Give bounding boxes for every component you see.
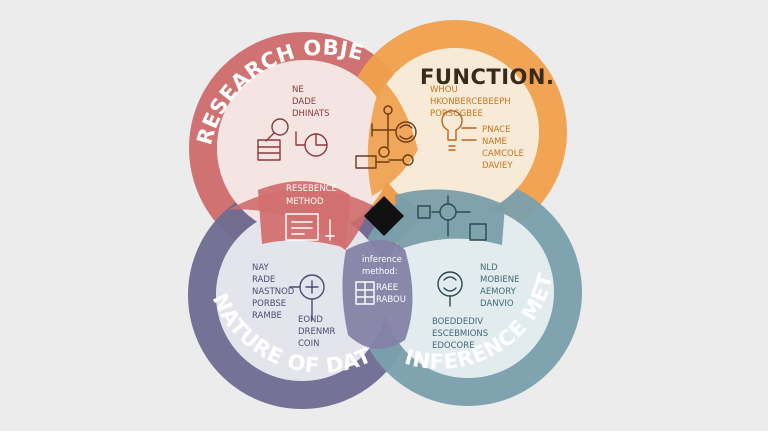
nature-text-1: NAY (252, 263, 270, 273)
overlap-research-function (367, 80, 418, 196)
function-text-3: PORSGGBEE (430, 109, 483, 119)
overlap-nature-inference (342, 240, 413, 349)
inference-text-2: MOBIENE (480, 275, 519, 285)
inference-text-7: EDOCORE (432, 341, 475, 351)
function-text-1: WHOU (430, 85, 458, 95)
inference-text-5: BOEDDEDIV (432, 317, 483, 327)
research-text-3: DHINATS (292, 109, 330, 119)
document-icon (285, 213, 335, 241)
nature-inner (216, 209, 388, 381)
target-icon (289, 274, 325, 321)
inference-text-1: NLD (480, 263, 498, 273)
nature-text-8: COIN (298, 339, 320, 349)
nature-text-2: RADE (252, 275, 275, 285)
overlap-ni-text-4: RABOU (376, 295, 406, 305)
magnifier-icon (257, 118, 289, 161)
network-icon (417, 195, 487, 241)
nature-text-7: DRENMR (298, 327, 336, 337)
inference-text-4: DANVIO (480, 299, 514, 309)
overlap-ni-text-3: RAEE (376, 283, 398, 293)
function-text-6: CAMCOLE (482, 149, 524, 159)
function-title: FUNCTION. (420, 65, 554, 89)
inference-inner (382, 206, 554, 378)
inference-text-3: AEMORY (480, 287, 517, 297)
function-text-5: NAME (482, 137, 507, 147)
inference-text-6: ESCEBMIONS (432, 329, 488, 339)
research-text-2: DADE (292, 97, 316, 107)
flow-icon (355, 105, 414, 169)
nature-text-6: EOND (298, 315, 323, 325)
nature-text-3: NASTNOD (252, 287, 295, 297)
function-text-4: PNACE (482, 125, 510, 135)
lightbulb-icon (441, 110, 477, 151)
function-inner (371, 48, 539, 216)
grid-icon (355, 281, 375, 305)
research-text-1: NE (292, 85, 304, 95)
nature-text-4: PORBSE (252, 299, 286, 309)
overlap-ni-text-2: method: (362, 267, 398, 277)
brain-icon (437, 271, 463, 307)
nature-text-5: RAMBE (252, 311, 282, 321)
function-text-2: HKONBERCEBEEPH (430, 97, 511, 107)
overlap-text-1: RESEBENCE (286, 184, 337, 194)
pie-icon (295, 131, 328, 157)
brain-gear-icon (371, 121, 417, 143)
function-text-7: DAVIEY (482, 161, 513, 171)
overlap-text-2: METHOD (286, 197, 324, 207)
center-diamond (364, 196, 404, 236)
overlap-ni-text-1: inference (362, 255, 402, 265)
